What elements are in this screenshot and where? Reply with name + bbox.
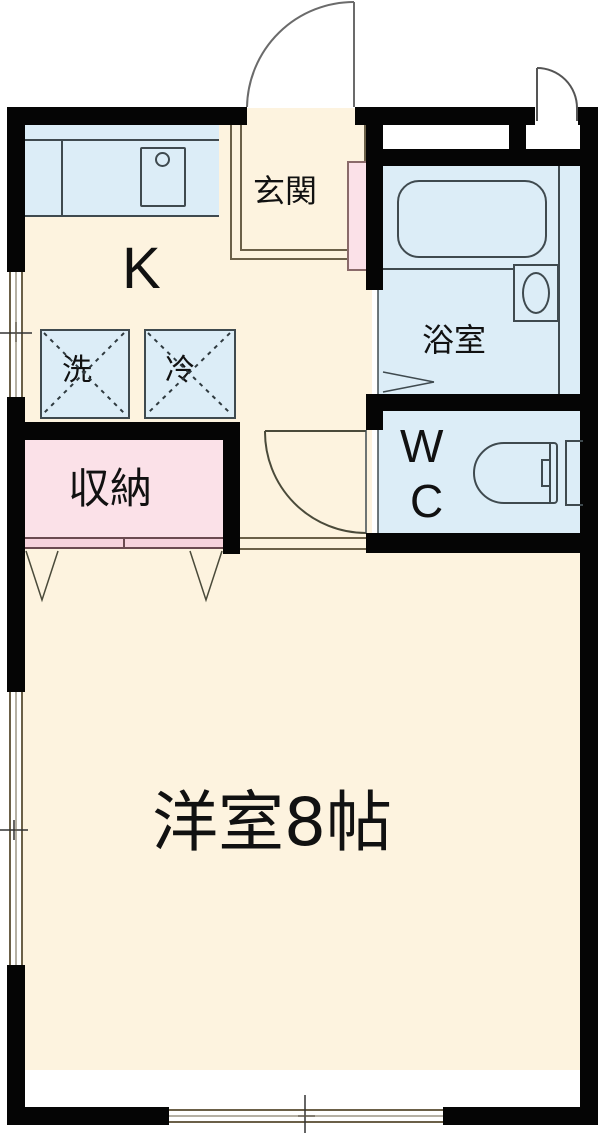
- western-room-floor: [22, 540, 582, 1070]
- wc-left-wall-stub: [366, 394, 383, 430]
- room-threshold: [240, 537, 368, 550]
- storage-top-wall: [7, 422, 240, 440]
- sink-icon: [140, 147, 186, 207]
- toilet-label-c: C: [410, 475, 444, 527]
- bottom-wall-left: [7, 1107, 169, 1125]
- storage-label: 収納: [68, 464, 153, 513]
- balcony-mullion: [509, 107, 526, 152]
- top-wall-right: [355, 107, 535, 125]
- top-wall-left: [7, 107, 247, 125]
- room-door-icon: [263, 430, 367, 534]
- fridge-label: 冷: [165, 353, 195, 388]
- storage-closet: [24, 440, 224, 540]
- toilet-label-w: W: [400, 420, 444, 472]
- bathroom-label: 浴室: [422, 321, 487, 359]
- kitchen-counter-divider: [61, 141, 63, 215]
- left-wall-mid: [7, 397, 25, 692]
- kitchen-label: K: [122, 236, 161, 301]
- storage-door-swing-icon: [25, 550, 223, 603]
- bath-door-icon: [365, 290, 435, 533]
- toilet-tank-icon: [565, 440, 583, 506]
- storage-right-wall: [223, 422, 240, 554]
- right-wall: [580, 107, 598, 1125]
- left-wall-bottom: [7, 965, 25, 1125]
- faucet-icon: [155, 152, 170, 167]
- entrance-step-inner: [240, 124, 348, 251]
- left-wall-top: [7, 107, 25, 272]
- bath-top-wall: [366, 149, 598, 166]
- balcony-gap-right: [526, 124, 580, 149]
- appliance-x-marks: [43, 332, 231, 414]
- bath-counter-line: [383, 268, 513, 270]
- storage-door-split: [123, 539, 125, 549]
- wc-bottom-wall: [366, 533, 598, 553]
- bath-inner-line: [558, 166, 560, 394]
- entrance-threshold: [246, 108, 356, 124]
- bath-left-wall-top: [366, 107, 383, 290]
- window-ticks: [0, 322, 315, 1133]
- washbasin-icon: [522, 272, 550, 314]
- kitchen-counter-edge: [24, 139, 219, 141]
- washbasin-box: [513, 264, 559, 322]
- western-room-label: 洋室8帖: [152, 784, 392, 861]
- toilet-bowl-icon: [473, 442, 558, 504]
- toilet-tank-detail: [541, 442, 551, 504]
- bathroom-floor: [378, 165, 582, 397]
- entrance-label: 玄関: [253, 172, 318, 210]
- balcony-gap-left: [382, 124, 509, 149]
- balcony-door-icon: [536, 67, 578, 121]
- fridge-space: [144, 329, 236, 419]
- front-door-icon: [246, 1, 355, 108]
- bathtub-icon: [397, 180, 547, 258]
- bottom-wall-right: [443, 1107, 598, 1125]
- window-glazing: [15, 272, 443, 1117]
- bath-wc-divider: [366, 394, 598, 411]
